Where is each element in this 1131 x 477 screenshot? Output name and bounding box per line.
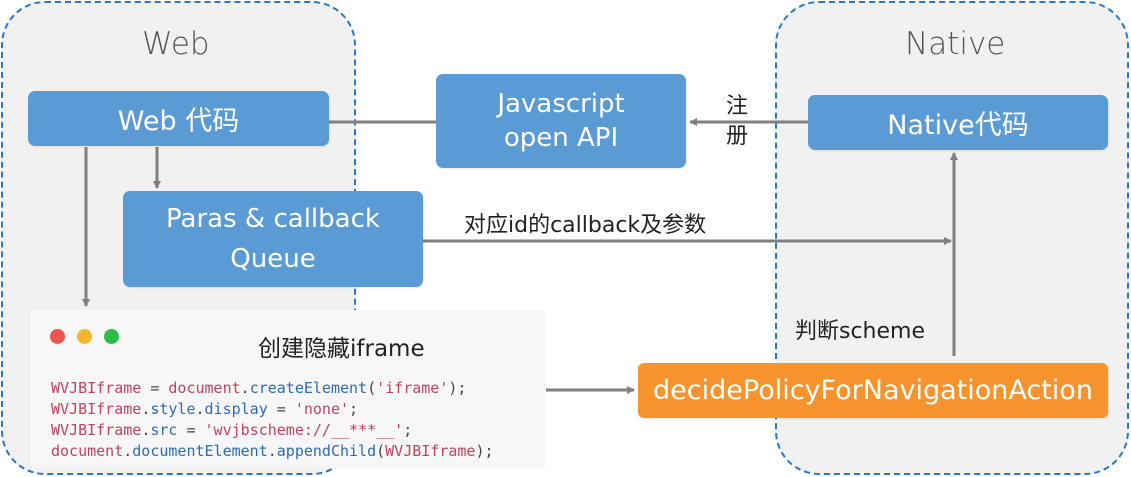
code-line: WVJBIframe = document.createElement('ifr… <box>51 378 494 399</box>
code-token: ; <box>403 421 413 439</box>
code-token: 'wvjbscheme://__***__' <box>204 421 404 439</box>
code-token: ); <box>475 442 494 460</box>
js-api-line2: open API <box>503 123 619 153</box>
code-panel-title: 创建隐藏iframe <box>258 336 425 362</box>
native-region-title: Native <box>905 26 1006 62</box>
register-label-char2: 册 <box>725 124 748 149</box>
window-minimize-dot-icon <box>77 329 92 344</box>
code-token: ( <box>367 379 377 397</box>
code-token: createElement <box>249 379 368 397</box>
window-maximize-dot-icon <box>104 329 119 344</box>
code-token: . <box>267 442 277 460</box>
code-line: WVJBIframe.style.display = 'none'; <box>51 399 494 420</box>
register-label: 注 册 <box>722 92 752 152</box>
callback-params-label: 对应id的callback及参数 <box>464 213 707 238</box>
native-code-label: Native代码 <box>887 110 1029 141</box>
code-token: WVJBIframe <box>385 442 476 460</box>
code-token: ( <box>376 442 386 460</box>
code-panel: 创建隐藏iframe WVJBIframe = document.createE… <box>30 310 545 468</box>
decide-policy-box: decidePolicyForNavigationAction <box>638 363 1108 418</box>
code-token: document <box>168 379 241 397</box>
code-token: display <box>204 400 268 418</box>
code-token: = <box>177 421 205 439</box>
code-token: appendChild <box>276 442 377 460</box>
code-token: = <box>267 400 295 418</box>
code-token: 'iframe' <box>376 379 449 397</box>
queue-line2: Queue <box>230 244 316 274</box>
code-token: . <box>141 421 151 439</box>
code-token: WVJBIframe <box>51 421 142 439</box>
judge-scheme-label: 判断scheme <box>795 319 926 344</box>
code-line: WVJBIframe.src = 'wvjbscheme://__***__'; <box>51 420 494 441</box>
code-token: = <box>141 379 169 397</box>
javascript-open-api-box: Javascript open API <box>436 74 686 168</box>
code-block: WVJBIframe = document.createElement('ifr… <box>51 378 494 462</box>
code-token: src <box>150 421 178 439</box>
code-token: WVJBIframe <box>51 379 142 397</box>
js-api-line1: Javascript <box>497 89 625 119</box>
register-label-char1: 注 <box>725 94 748 119</box>
code-token: document <box>51 442 124 460</box>
native-code-box: Native代码 <box>808 95 1108 150</box>
code-token: . <box>141 400 151 418</box>
code-token: documentElement <box>132 442 268 460</box>
code-token: ; <box>349 400 359 418</box>
paras-callback-queue-box: Paras & callback Queue <box>123 191 423 287</box>
window-close-dot-icon <box>50 329 65 344</box>
web-code-box: Web 代码 <box>28 91 329 146</box>
web-region-title: Web <box>142 26 210 62</box>
web-code-label: Web 代码 <box>117 106 240 137</box>
code-token: . <box>240 379 250 397</box>
code-token: ); <box>448 379 467 397</box>
code-token: WVJBIframe <box>51 400 142 418</box>
code-token: 'none' <box>294 400 350 418</box>
code-line: document.documentElement.appendChild(WVJ… <box>51 441 494 462</box>
code-token: style <box>150 400 196 418</box>
queue-line1: Paras & callback <box>166 204 380 234</box>
decide-policy-label: decidePolicyForNavigationAction <box>653 375 1093 406</box>
code-token: . <box>123 442 133 460</box>
code-token: . <box>195 400 205 418</box>
